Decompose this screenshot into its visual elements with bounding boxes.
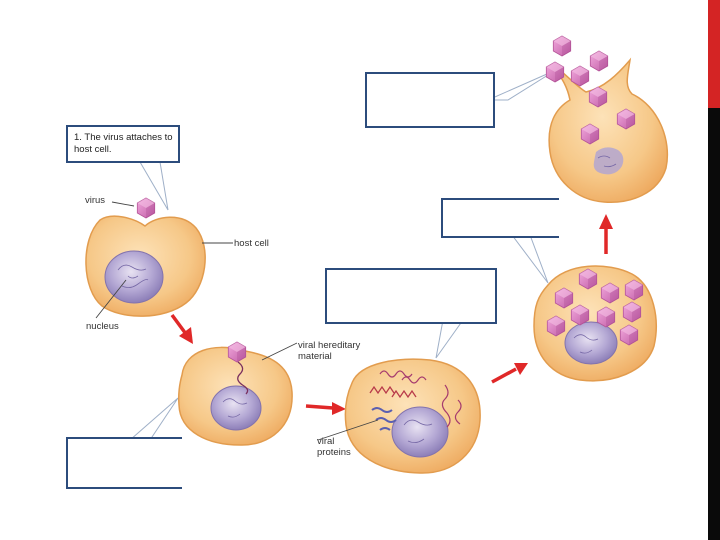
cell-attachment bbox=[85, 197, 233, 319]
callout-step-5 bbox=[365, 72, 495, 128]
cell-replication bbox=[317, 358, 481, 474]
red-arrow-icon bbox=[305, 402, 346, 415]
label-host-cell: host cell bbox=[234, 238, 269, 249]
cell-assembly bbox=[533, 265, 657, 382]
callout-step-1-text: 1. The virus attaches to host cell. bbox=[74, 132, 173, 155]
cell-release bbox=[545, 35, 669, 203]
virus-icon bbox=[552, 35, 572, 57]
label-nucleus: nucleus bbox=[86, 321, 119, 332]
side-accent bbox=[708, 0, 720, 108]
virus-icon bbox=[136, 197, 156, 219]
callout-step-1: 1. The virus attaches to host cell. bbox=[66, 125, 180, 163]
callout-step-2 bbox=[66, 437, 182, 489]
virus-icon bbox=[589, 50, 609, 72]
callout-step-4 bbox=[441, 198, 559, 238]
label-viral-proteins: viral proteins bbox=[317, 436, 351, 458]
callout-step-3 bbox=[325, 268, 497, 324]
red-arrow-icon bbox=[170, 313, 193, 344]
label-virus: virus bbox=[85, 195, 106, 206]
label-viral-hereditary-material: viral hereditary material bbox=[298, 340, 361, 362]
cell-injection bbox=[178, 341, 298, 446]
side-bar bbox=[708, 0, 720, 540]
red-arrow-icon bbox=[599, 214, 613, 254]
red-arrow-icon bbox=[491, 363, 528, 384]
